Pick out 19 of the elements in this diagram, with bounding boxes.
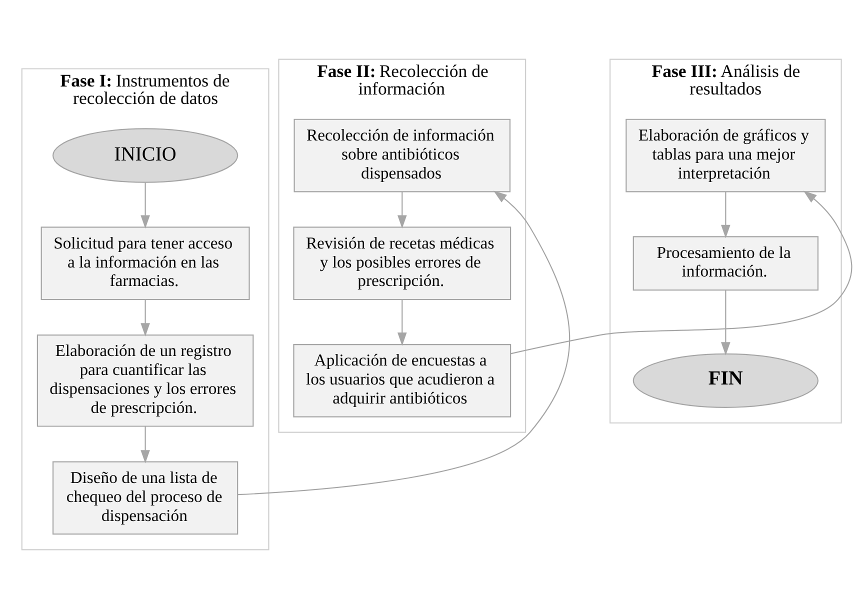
arrow xyxy=(140,182,150,228)
arrow xyxy=(397,191,407,228)
arrow xyxy=(510,190,852,354)
arrow xyxy=(140,426,150,463)
arrow xyxy=(397,299,407,346)
arrow xyxy=(721,290,730,355)
node-box: Procesamiento de la información. xyxy=(632,236,819,290)
node-box: Solicitud para tener acceso a la información en las farmacias. xyxy=(40,226,250,300)
node-box: Recolección de información sobre antibióticos dispensados xyxy=(294,118,511,192)
node-box: Aplicación de encuestas a los usuarios que acudieron a adquirir antibióticos xyxy=(293,343,512,417)
node-ellipse: FIN xyxy=(632,352,819,408)
node-box: Revisión de recetas médicas y los posibles errores de prescripción. xyxy=(293,226,512,300)
node-box: Elaboración de gráficos y tablas para una mejor interpretación xyxy=(626,118,826,192)
arrow xyxy=(721,191,730,238)
arrow xyxy=(140,299,150,336)
arrow xyxy=(238,190,570,495)
node-box: Diseño de una lista de chequeo del proceso de dispensación xyxy=(52,460,238,534)
node-ellipse: INICIO xyxy=(52,128,238,182)
node-box: Elaboración de un registro para cuantificar las dispensaciones y los errores de prescripción. xyxy=(36,334,254,426)
